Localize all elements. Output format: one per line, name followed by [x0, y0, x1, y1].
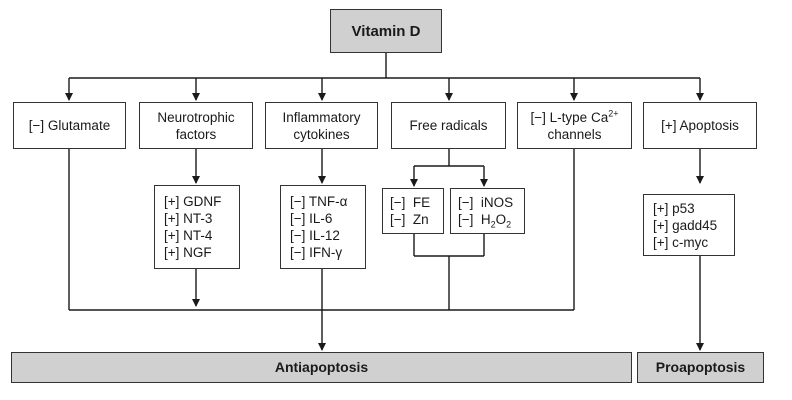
- list-item: [−] iNOS: [458, 195, 514, 210]
- list-item: [−] IFN-γ: [290, 245, 343, 260]
- vitamin-d-label: Vitamin D: [351, 22, 421, 40]
- free-radicals-box: Free radicals: [391, 102, 506, 149]
- free-radicals-right-box: [−] iNOS [−] H2O2: [450, 188, 525, 234]
- apoptosis-list-box: [+] p53 [+] gadd45 [+] c-myc: [643, 194, 735, 256]
- list-item: [+] NT-3: [164, 211, 213, 226]
- list-item: [+] GDNF: [164, 194, 222, 209]
- list-item: [−] Zn: [390, 212, 429, 227]
- proapoptosis-label: Proapoptosis: [655, 359, 746, 375]
- calcium-superscript: 2+: [608, 108, 619, 118]
- antiapoptosis-box: Antiapoptosis: [11, 352, 632, 383]
- list-item: [+] c-myc: [653, 234, 709, 250]
- calcium-channels-box: [−] L-type Ca2+ channels: [517, 102, 632, 149]
- cytokine-list-box: [−] TNF-α [−] IL-6 [−] IL-12 [−] IFN-γ: [280, 185, 366, 269]
- list-item: [+] NGF: [164, 245, 212, 260]
- neurotrophic-label-line2: factors: [175, 126, 217, 142]
- cytokines-label-line2: cytokines: [293, 126, 350, 142]
- free-radicals-left-box: [−] FE [−] Zn: [382, 188, 444, 234]
- calcium-label-line1: [−] L-type Ca2+: [530, 108, 619, 125]
- neurotrophic-label-line1: Neurotrophic: [157, 109, 235, 125]
- list-item: [+] gadd45: [653, 217, 718, 233]
- vitamin-d-box: Vitamin D: [330, 9, 442, 53]
- free-radicals-label: Free radicals: [409, 118, 488, 133]
- list-item: [−] FE: [390, 195, 431, 210]
- list-item: [−] TNF-α: [290, 194, 348, 209]
- antiapoptosis-label: Antiapoptosis: [274, 359, 369, 375]
- proapoptosis-box: Proapoptosis: [637, 352, 764, 383]
- glutamate-label: [−] Glutamate: [28, 118, 111, 133]
- list-item: [−] IL-6: [290, 211, 333, 226]
- list-item: [+] NT-4: [164, 228, 213, 243]
- list-item: [−] IL-12: [290, 228, 340, 243]
- glutamate-box: [−] Glutamate: [13, 102, 126, 149]
- list-item: [+] p53: [653, 200, 695, 216]
- neurotrophic-factors-box: Neurotrophic factors: [139, 102, 253, 149]
- list-item: [−] H2O2: [458, 212, 512, 230]
- apoptosis-label: [+] Apoptosis: [661, 118, 739, 133]
- inflammatory-cytokines-box: Inflammatory cytokines: [265, 102, 378, 149]
- cytokines-label-line1: Inflammatory: [282, 109, 361, 125]
- neurotrophic-list-box: [+] GDNF [+] NT-3 [+] NT-4 [+] NGF: [154, 185, 240, 269]
- calcium-label-line2: channels: [547, 126, 602, 142]
- apoptosis-box: [+] Apoptosis: [643, 102, 757, 149]
